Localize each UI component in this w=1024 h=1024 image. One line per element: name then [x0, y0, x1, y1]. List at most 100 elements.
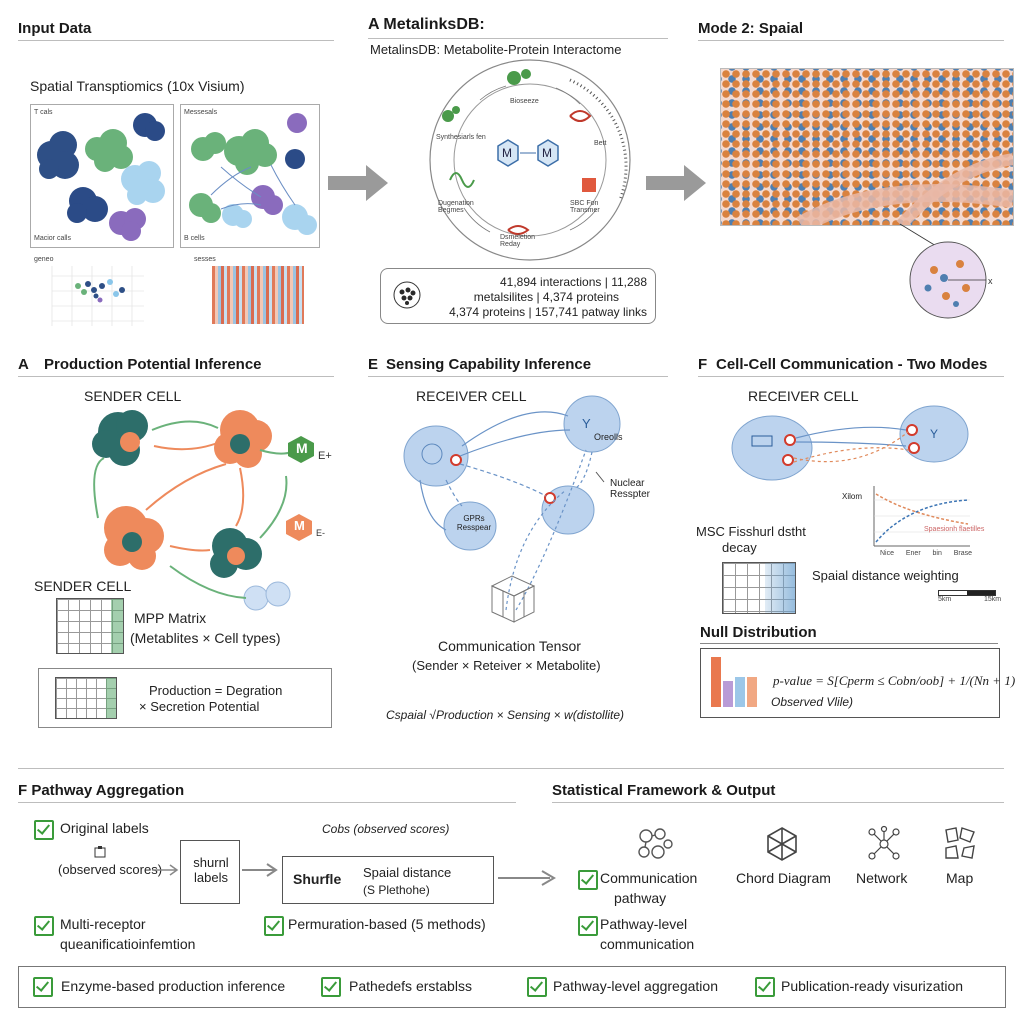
mpp-matrix-sub: (Metablites × Cell types) [130, 630, 281, 646]
metabolite-hex-icon [288, 436, 314, 463]
cluster-map-left: T cals Macior calls [30, 104, 174, 248]
scatter-mini: geneo [32, 256, 150, 334]
db-node-5: SBC Fon Transmer [570, 200, 600, 214]
cell3-label: GPRs Resspear [456, 514, 492, 532]
production-title: Production Potential Inference [44, 356, 262, 373]
chart-ylabel: Xilom [842, 492, 863, 501]
communication-line2: pathway [614, 890, 667, 906]
mode2-title: Mode 2: Spaial [698, 20, 804, 37]
checkbox-checked-icon [33, 977, 53, 997]
arrow-right-icon [242, 863, 278, 877]
checkbox-checked-icon [578, 870, 598, 890]
multireceptor-line2: queanificatioinfemtion [60, 936, 196, 952]
divider [18, 768, 1004, 769]
production-formula-box: Production = Degration × Secretion Poten… [38, 668, 332, 728]
checkbox-checked-icon [578, 916, 598, 936]
pathway-level-line1: Pathway-level [600, 916, 688, 932]
divider [698, 376, 1004, 377]
divider [18, 802, 516, 803]
shuffle-label: Shurfle [293, 871, 342, 887]
db-stats-box: 41,894 interactions | 11,288 metalsilite… [380, 268, 656, 324]
divider [18, 376, 334, 377]
divider [18, 40, 334, 41]
nuclear-receptor-label: Nuclear Resspter [610, 478, 651, 500]
checkbox-checked-icon [264, 916, 284, 936]
output-chord: Chord Diagram [736, 870, 831, 886]
database-icon [393, 281, 421, 309]
cobs-label: Cobs (observed scores) [322, 822, 450, 836]
sender-network [92, 410, 293, 611]
db-node-1: Bioseeze [510, 98, 539, 105]
divider [700, 643, 998, 644]
db-node-2: Synthesiarls fen [436, 134, 486, 141]
label-tcells: T cals [34, 109, 53, 116]
checkbox-checked-icon [527, 977, 547, 997]
db-title: A MetalinksDB: [368, 16, 485, 33]
checkbox-checked-icon [34, 820, 54, 840]
tensor-cube-icon [490, 575, 536, 623]
tissue-image [720, 68, 1014, 226]
xtick: Ener [905, 550, 921, 557]
formula-line1: Production = Degration [149, 683, 283, 698]
db-node-6: Dsmeletion Reday [500, 234, 536, 248]
clipboard-icon [94, 846, 106, 858]
tensor-title: Communication Tensor [438, 638, 581, 654]
zoom-axis-label: x [988, 276, 993, 286]
mpp-matrix-title: MPP Matrix [134, 610, 207, 626]
spatial-distance-label: Spaial distance [363, 865, 452, 880]
sensing-title: Sensing Capability Inference [386, 356, 592, 373]
sensing-letter: E [368, 356, 379, 373]
checkbox-checked-icon [321, 977, 341, 997]
spatial-distance-sub: (S Plethohe) [363, 883, 430, 897]
footer-item-2: Pathedefs erstablss [349, 978, 472, 994]
tissue-vessels [796, 153, 1013, 225]
null-dist-title: Null Distribution [700, 624, 817, 641]
db-subtitle: MetalinsDB: Metabolite-Protein Interacto… [370, 42, 622, 57]
arrow-right-icon [152, 864, 179, 876]
decay-matrix [722, 562, 796, 614]
footer-item-4: Publication-ready visurization [781, 978, 964, 994]
formula-matrix-grid [55, 677, 117, 719]
svg-text:Y: Y [930, 427, 938, 441]
interactome-ring: M M [429, 59, 631, 261]
chart-xticks: Nice Ener bin Brase [880, 550, 972, 557]
pathway-level-line2: communication [600, 936, 695, 952]
db-stats-line2: metalsilites | 4,374 proteins [473, 290, 619, 304]
right-clusters-svg [189, 113, 317, 235]
shuffle-labels-text: shurnl labels [193, 855, 229, 885]
msc-line1: MSC Fisshurl dstht [696, 524, 806, 539]
pvalue-formula: p-value = S[Cperm ≤ Cobn/oob] + 1/(Nn + … [773, 673, 1016, 688]
output-map: Map [946, 870, 974, 886]
spatial-formula: Cspaial √Production × Sensing × w(distol… [386, 708, 625, 722]
spatial-distance-box: Shurfle Spaial distance (S Plethohe) [282, 856, 494, 904]
divider [552, 802, 1004, 803]
scale-bar [938, 590, 996, 596]
multireceptor-line1: Multi-receptor [60, 916, 146, 932]
svg-text:M: M [542, 146, 552, 160]
formula-line2: × Secretion Potential [139, 699, 260, 714]
db-stats-line3: 4,374 proteins | 157,741 patway links [449, 305, 647, 319]
weighting-label: Spaial distance weighting [812, 568, 959, 583]
observed-scores-label: (observed scores) [58, 862, 163, 877]
hex1-sup: E+ [318, 450, 332, 462]
label-macrophage: Macior calls [34, 235, 71, 242]
footer-item-1: Enzyme-based production inference [61, 978, 286, 994]
input-data-title: Input Data [18, 20, 92, 37]
ccc-receiver-label: RECEIVER CELL [748, 388, 859, 404]
ccc-title: Cell-Cell Communication - Two Modes [716, 356, 988, 373]
mpp-matrix-grid [56, 598, 124, 654]
sender-cell-label-top: SENDER CELL [84, 388, 182, 404]
heatmap-mini: sesses [192, 256, 310, 334]
xtick: bin [932, 550, 942, 557]
checkbox-checked-icon [755, 977, 775, 997]
molecule-icon [638, 828, 673, 859]
scatter-mini-svg [51, 266, 144, 326]
shuffle-labels-box: shurnl labels [180, 840, 240, 904]
decay-gradient [765, 563, 795, 613]
label-messes: Messesals [184, 109, 218, 116]
mini1-title: geneo [34, 256, 54, 263]
pathway-title: F Pathway Aggregation [18, 782, 185, 799]
heatmap-fill [212, 266, 304, 324]
hex2-sup: E- [316, 528, 325, 538]
chart-legend: Spaesionh flaetilles [924, 526, 985, 533]
